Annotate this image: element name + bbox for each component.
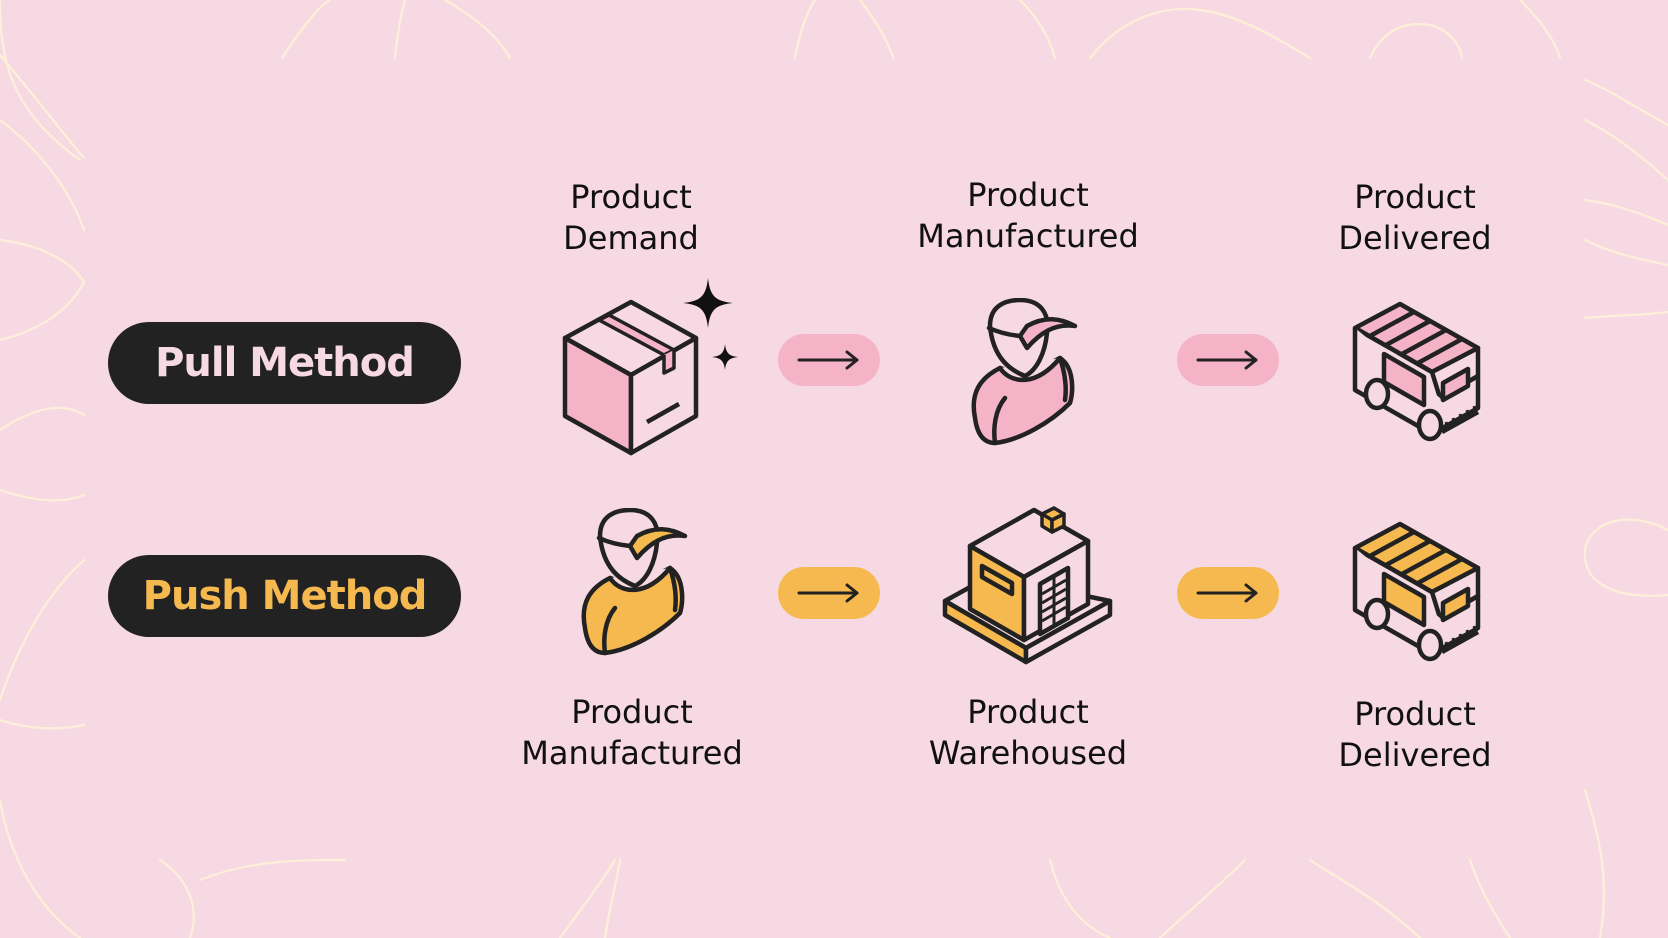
pull-method-pill: Pull Method: [108, 322, 461, 404]
push-method-label: Push Method: [142, 573, 428, 619]
warehouse-icon: [942, 506, 1113, 665]
pull-arrow-1: [778, 334, 880, 386]
box-sparkle-icon: [562, 278, 738, 456]
push-arrow-2: [1177, 567, 1279, 619]
push-step-3-label: Product Delivered: [1338, 695, 1492, 774]
pull-step-1-label: Product Demand: [563, 178, 699, 257]
pull-step-2-label: Product Manufactured: [917, 176, 1139, 255]
arrow-right-icon: [797, 350, 859, 370]
delivery-truck-icon: [1352, 521, 1481, 662]
arrow-right-icon: [797, 583, 859, 603]
worker-icon: [581, 508, 688, 656]
pull-step-3-label: Product Delivered: [1338, 178, 1492, 257]
pull-method-label: Pull Method: [155, 340, 415, 386]
push-step-2-label: Product Warehoused: [928, 693, 1128, 772]
delivery-truck-icon: [1352, 301, 1481, 442]
push-step-1-label: Product Manufactured: [521, 693, 743, 772]
push-method-pill: Push Method: [108, 555, 461, 637]
arrow-right-icon: [1196, 583, 1258, 603]
push-arrow-1: [778, 567, 880, 619]
pull-arrow-2: [1177, 334, 1279, 386]
worker-icon: [971, 298, 1078, 446]
arrow-right-icon: [1196, 350, 1258, 370]
